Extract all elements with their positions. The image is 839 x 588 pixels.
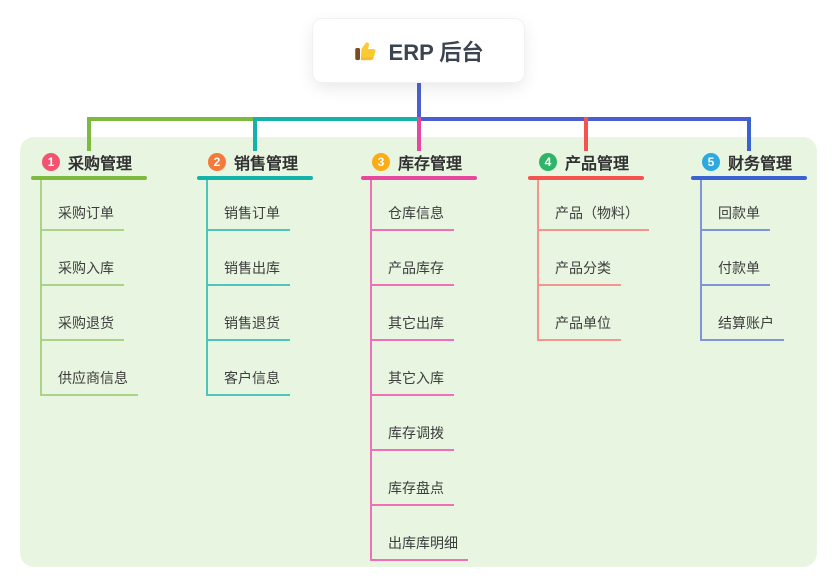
child-node[interactable]: 供应商信息 <box>40 367 138 396</box>
child-node[interactable]: 其它出库 <box>370 312 454 341</box>
branch-4: 4 产品管理产品（物料） 产品分类产品单位 <box>528 148 678 341</box>
branch-header[interactable]: 1 采购管理 <box>31 148 181 176</box>
branch-label: 产品管理 <box>565 156 630 173</box>
child-node-label: 库存盘点 <box>370 477 454 506</box>
branch-drop-line <box>416 117 421 151</box>
child-node[interactable]: 仓库信息 <box>370 202 454 231</box>
child-node[interactable]: 产品单位 <box>537 312 621 341</box>
child-node-label: 产品单位 <box>537 312 621 341</box>
child-node-label: 采购入库 <box>40 257 124 286</box>
branch-number-badge: 4 <box>539 153 557 171</box>
branch-child-connector <box>206 180 208 396</box>
child-node[interactable]: 销售出库 <box>206 257 290 286</box>
branch-5: 5 财务管理回款单付款单结算账户 <box>691 148 839 341</box>
child-node-label: 采购订单 <box>40 202 124 231</box>
hbar-mid-teal <box>252 117 421 121</box>
branch-label: 财务管理 <box>728 156 793 173</box>
branch-number-badge: 5 <box>702 153 720 171</box>
branch-label: 销售管理 <box>234 156 299 173</box>
child-node-label: 付款单 <box>700 257 770 286</box>
child-node[interactable]: 客户信息 <box>206 367 290 396</box>
branch-drop-line <box>86 117 91 151</box>
child-node-label: 回款单 <box>700 202 770 231</box>
child-node-label: 客户信息 <box>206 367 290 396</box>
hbar-left-green <box>86 117 257 121</box>
branch-child-connector <box>537 180 539 341</box>
branch-underline <box>691 176 807 180</box>
branch-label: 采购管理 <box>68 156 133 173</box>
branch-header[interactable]: 5 财务管理 <box>691 148 839 176</box>
child-node[interactable]: 采购入库 <box>40 257 124 286</box>
trunk-line <box>416 82 421 121</box>
branch-child-connector <box>370 180 372 561</box>
branch-1: 1 采购管理采购订单采购入库采购退货供应商信息 <box>31 148 181 396</box>
child-node-label: 销售出库 <box>206 257 290 286</box>
branch-drop-line <box>583 117 588 151</box>
child-node-label: 结算账户 <box>700 312 784 341</box>
branch-underline <box>361 176 477 180</box>
branch-child-connector <box>700 180 702 341</box>
child-node-label: 销售订单 <box>206 202 290 231</box>
child-node[interactable]: 产品分类 <box>537 257 621 286</box>
child-node[interactable]: 回款单 <box>700 202 770 231</box>
child-node[interactable]: 付款单 <box>700 257 770 286</box>
branch-drop-line <box>252 117 257 151</box>
child-node[interactable]: 产品库存 <box>370 257 454 286</box>
branch-label: 库存管理 <box>398 156 463 173</box>
child-node[interactable]: 采购订单 <box>40 202 124 231</box>
branch-header[interactable]: 2 销售管理 <box>197 148 347 176</box>
child-node-label: 供应商信息 <box>40 367 138 396</box>
child-node-label: 产品库存 <box>370 257 454 286</box>
branch-3: 3 库存管理仓库信息产品库存其它出库其它入库库存调拨库存盘点出库库明细 <box>361 148 511 561</box>
child-node[interactable]: 其它入库 <box>370 367 454 396</box>
branch-header[interactable]: 3 库存管理 <box>361 148 511 176</box>
child-node[interactable]: 产品（物料） <box>537 202 649 231</box>
child-node[interactable]: 销售订单 <box>206 202 290 231</box>
branch-header[interactable]: 4 产品管理 <box>528 148 678 176</box>
root-node[interactable]: ERP 后台 <box>313 19 524 82</box>
branch-drop-line <box>746 117 751 151</box>
branch-underline <box>31 176 147 180</box>
child-node-label: 产品分类 <box>537 257 621 286</box>
branch-underline <box>197 176 313 180</box>
branch-number-badge: 2 <box>208 153 226 171</box>
branch-underline <box>528 176 644 180</box>
branch-child-connector <box>40 180 42 396</box>
child-node[interactable]: 库存调拨 <box>370 422 454 451</box>
child-node-label: 销售退货 <box>206 312 290 341</box>
child-node[interactable]: 库存盘点 <box>370 477 454 506</box>
branches-panel <box>20 137 817 567</box>
branch-number-badge: 3 <box>372 153 390 171</box>
thumbs-up-icon <box>354 38 379 63</box>
child-node[interactable]: 结算账户 <box>700 312 784 341</box>
child-node-label: 出库库明细 <box>370 532 468 561</box>
child-node[interactable]: 出库库明细 <box>370 532 468 561</box>
child-node[interactable]: 采购退货 <box>40 312 124 341</box>
child-node-label: 产品（物料） <box>537 202 649 231</box>
branch-number-badge: 1 <box>42 153 60 171</box>
child-node-label: 采购退货 <box>40 312 124 341</box>
root-node-label: ERP 后台 <box>388 39 484 65</box>
child-node-label: 仓库信息 <box>370 202 454 231</box>
child-node[interactable]: 销售退货 <box>206 312 290 341</box>
child-node-label: 其它出库 <box>370 312 454 341</box>
branch-2: 2 销售管理销售订单销售出库销售退货客户信息 <box>197 148 347 396</box>
child-node-label: 其它入库 <box>370 367 454 396</box>
child-node-label: 库存调拨 <box>370 422 454 451</box>
